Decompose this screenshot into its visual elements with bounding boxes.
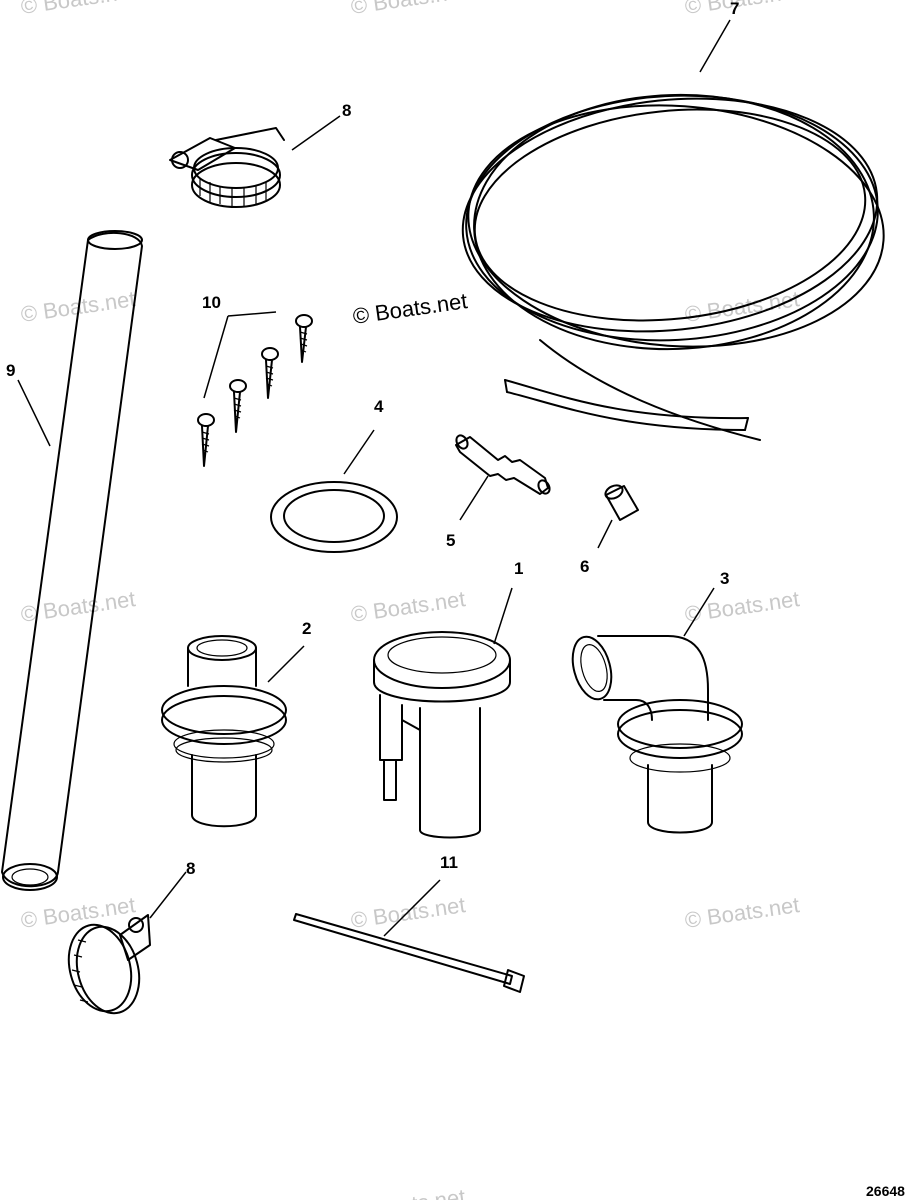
corrugated-hose-icon — [1, 230, 143, 891]
gasket-ring-icon — [270, 481, 398, 553]
thru-hull-fitting-with-drain-icon — [373, 631, 511, 839]
callout-10: 10 — [202, 293, 221, 312]
watermark: © Boats.net — [19, 0, 137, 19]
sleeve-icon — [604, 484, 639, 521]
callout-5: 5 — [446, 531, 455, 550]
watermark-group: © Boats.net © Boats.net © Boats.net © Bo… — [19, 0, 801, 1200]
straight-thru-hull-fitting-icon — [161, 635, 287, 828]
hose-clamp-icon — [169, 127, 285, 208]
callout-2: 2 — [302, 619, 311, 638]
callout-8: 8 — [342, 101, 351, 120]
screw-icon — [261, 347, 279, 399]
watermark: © Boats.net — [349, 0, 467, 19]
callout-1: 1 — [514, 559, 523, 578]
callout-11: 11 — [440, 853, 458, 872]
watermark: © Boats.net — [349, 586, 467, 627]
callout-9: 9 — [6, 361, 15, 380]
watermark: © Boats.net — [349, 1184, 467, 1200]
watermark: © Boats.net — [683, 0, 801, 19]
callout-8: 8 — [186, 859, 195, 878]
coiled-tubing-icon — [461, 93, 885, 441]
screw-icon — [295, 314, 313, 363]
cable-tie-icon — [293, 913, 525, 993]
watermark-center: © Boats.net — [351, 288, 469, 329]
figure-number: 26648 — [866, 1183, 905, 1199]
callout-labels: 7 8 10 9 4 5 6 1 3 2 11 8 — [6, 0, 739, 878]
callout-7: 7 — [730, 0, 739, 18]
screw-icon — [197, 413, 215, 467]
callout-6: 6 — [580, 557, 589, 576]
hose-connector-icon — [455, 434, 551, 495]
screw-icon — [229, 379, 247, 433]
leader-lines — [17, 19, 731, 937]
callout-3: 3 — [720, 569, 729, 588]
elbow-thru-hull-fitting-icon — [571, 635, 743, 834]
watermark: © Boats.net — [683, 586, 801, 627]
hose-clamp-icon — [67, 914, 151, 1015]
watermark: © Boats.net — [19, 892, 137, 933]
callout-4: 4 — [374, 397, 384, 416]
watermark: © Boats.net — [683, 892, 801, 933]
